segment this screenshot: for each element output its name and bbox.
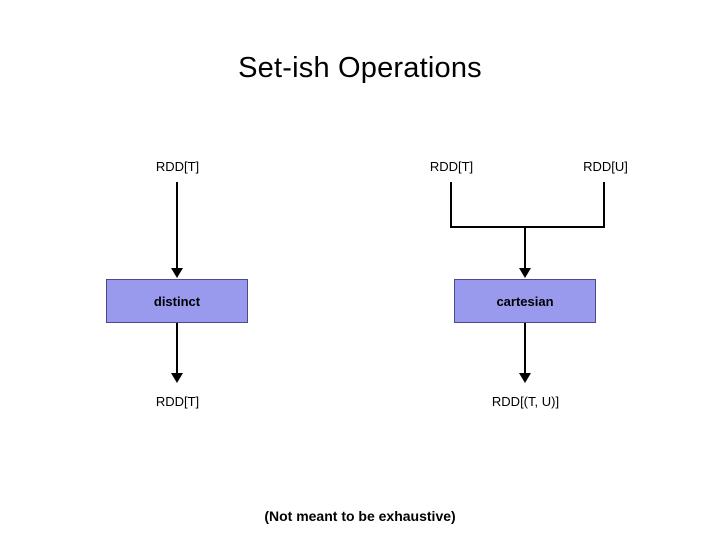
right-output-connector — [524, 323, 526, 375]
left-output-arrowhead — [171, 373, 183, 383]
operation-box-distinct[interactable]: distinct — [106, 279, 248, 323]
left-output-label: RDD[T] — [155, 394, 200, 409]
right-input-connector-2 — [603, 182, 605, 227]
right-input-connector-1 — [450, 182, 452, 227]
right-input-label-2: RDD[U] — [583, 159, 628, 174]
left-input-label: RDD[T] — [155, 159, 200, 174]
right-output-arrowhead — [519, 373, 531, 383]
right-merge-connector — [524, 226, 526, 270]
right-output-label: RDD[(T, U)] — [491, 394, 560, 409]
right-input-arrowhead — [519, 268, 531, 278]
left-input-connector — [176, 182, 178, 270]
operation-box-cartesian[interactable]: cartesian — [454, 279, 596, 323]
footnote-text: (Not meant to be exhaustive) — [264, 508, 456, 524]
right-input-label-1: RDD[T] — [429, 159, 474, 174]
left-output-connector — [176, 323, 178, 375]
left-input-arrowhead — [171, 268, 183, 278]
right-input-merge-bar — [450, 226, 605, 228]
page-title: Set-ish Operations — [238, 52, 482, 84]
